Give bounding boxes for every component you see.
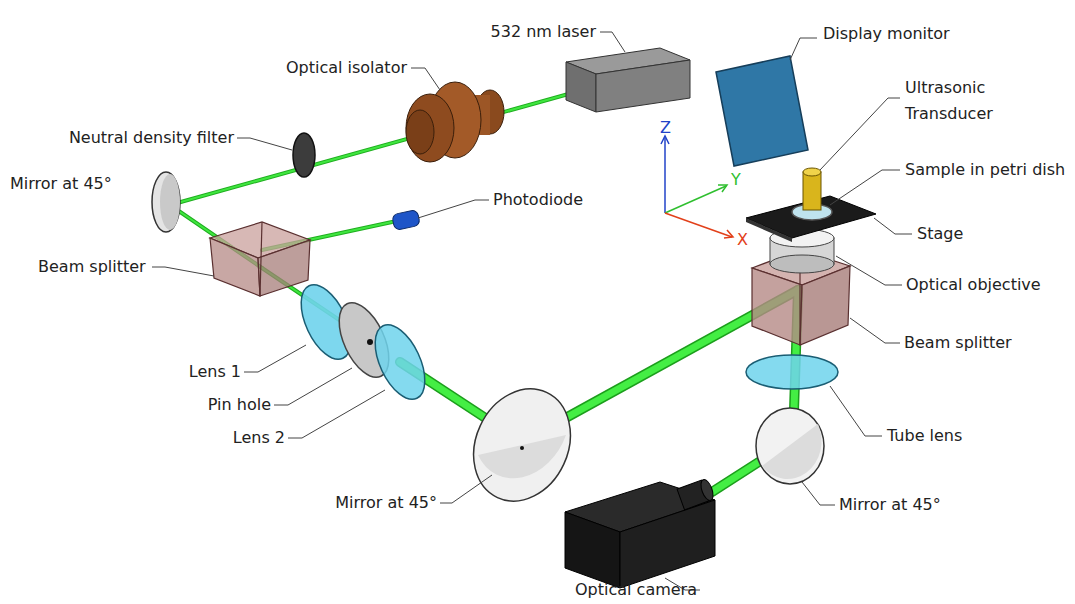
part-label: Mirror at 45° — [10, 174, 112, 194]
axis-label: Y — [731, 170, 741, 190]
part-label: Mirror at 45° — [839, 495, 941, 515]
part-label: Beam splitter — [904, 333, 1012, 353]
part-label: Mirror at 45° — [335, 493, 437, 513]
part-label: Photodiode — [493, 190, 583, 210]
part-label: Display monitor — [823, 24, 950, 44]
part-label: Tube lens — [887, 426, 962, 446]
part-label: Lens 2 — [233, 428, 285, 448]
part-label: Optical camera — [575, 580, 697, 600]
part-label: Sample in petri dish — [905, 160, 1065, 180]
part-label: Beam splitter — [38, 257, 146, 277]
part-label: Optical isolator — [286, 58, 407, 78]
part-label: 532 nm laser — [491, 22, 596, 42]
axis-label: Z — [660, 118, 671, 138]
part-label: Lens 1 — [189, 362, 241, 382]
part-label: Optical objective — [906, 275, 1041, 295]
part-label: Stage — [917, 224, 963, 244]
axis-label: X — [737, 230, 748, 250]
part-label: Ultrasonic Transducer — [905, 75, 1009, 127]
part-label: Pin hole — [208, 395, 271, 415]
part-label: Neutral density filter — [69, 128, 234, 148]
